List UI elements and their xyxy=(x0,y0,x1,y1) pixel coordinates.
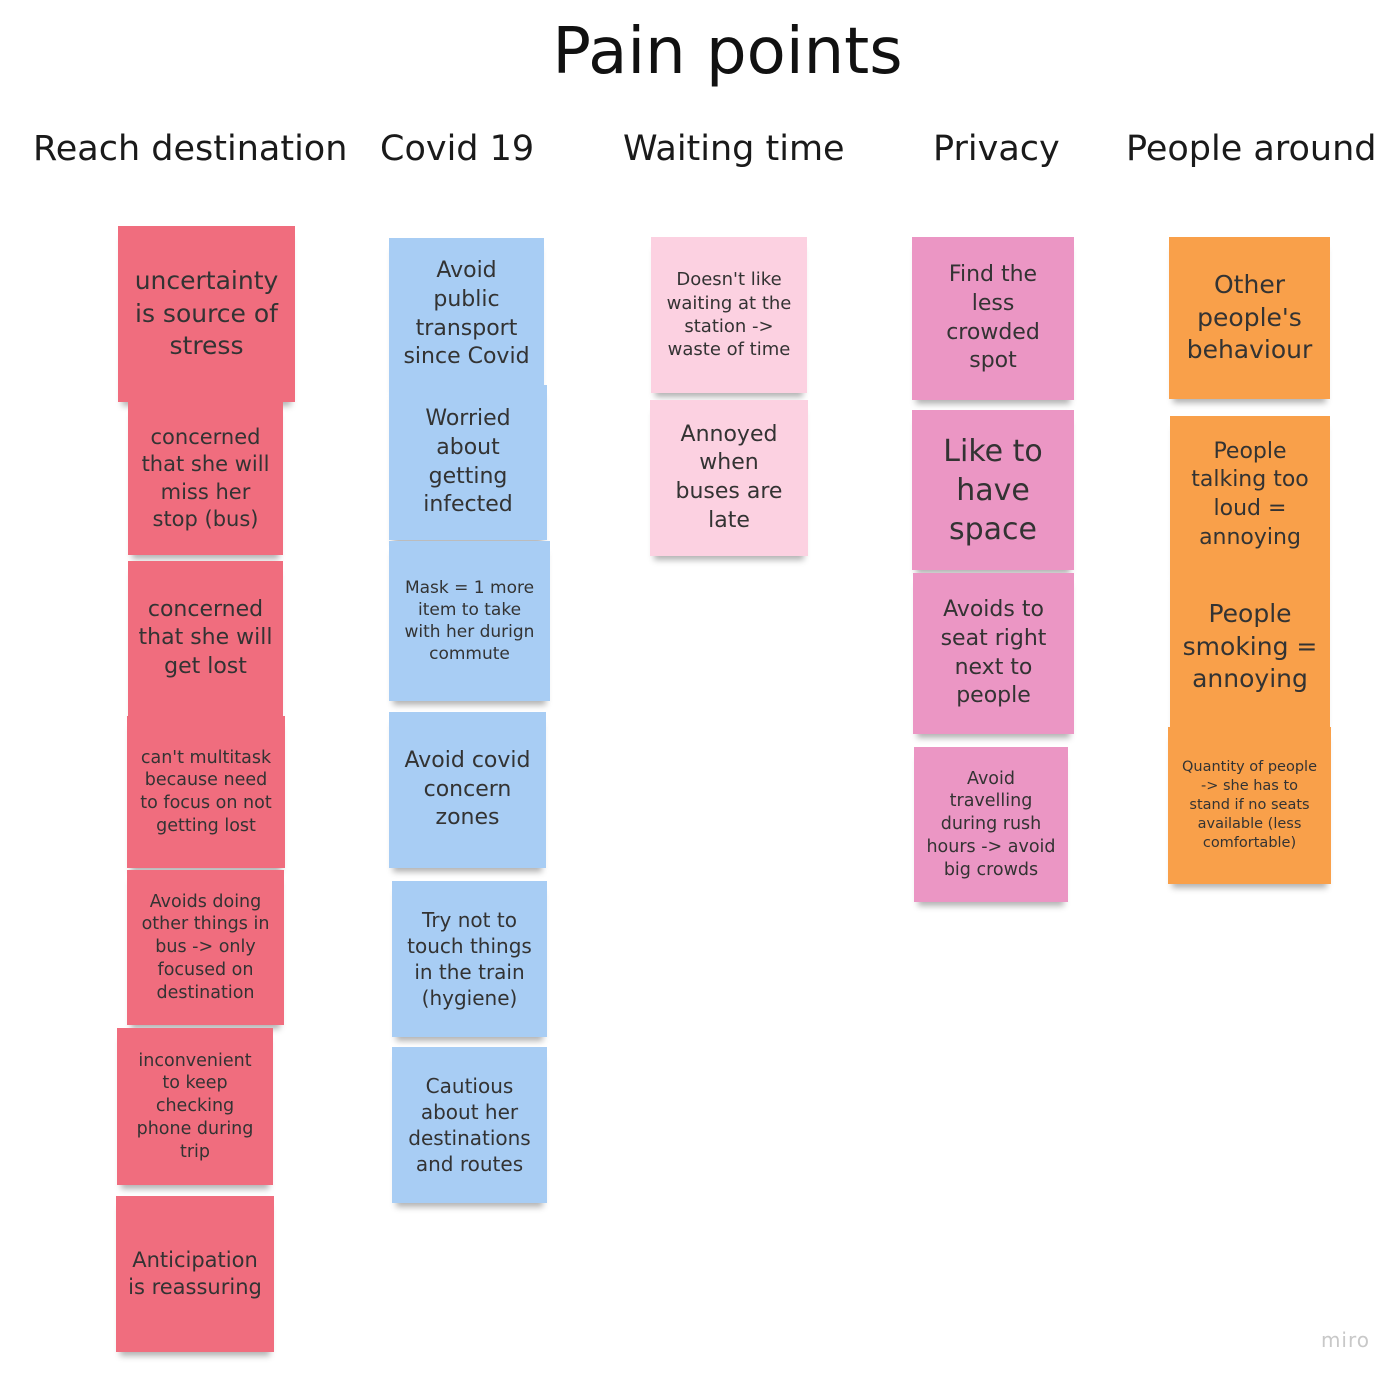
sticky-note[interactable]: uncertainty is source of stress xyxy=(118,226,295,402)
sticky-note[interactable]: Doesn't like waiting at the station -> w… xyxy=(651,237,807,393)
sticky-note[interactable]: Avoids to seat right next to people xyxy=(913,573,1074,734)
sticky-note[interactable]: Avoid covid concern zones xyxy=(389,712,546,868)
sticky-note[interactable]: Worried about getting infected xyxy=(389,385,547,540)
sticky-note[interactable]: concerned that she will get lost xyxy=(128,561,283,716)
column-heading-privacy: Privacy xyxy=(933,129,1060,169)
sticky-note[interactable]: Cautious about her destinations and rout… xyxy=(392,1047,547,1203)
sticky-note[interactable]: Other people's behaviour xyxy=(1169,237,1330,399)
sticky-note[interactable]: Try not to touch things in the train (hy… xyxy=(392,881,547,1037)
sticky-note[interactable]: inconvenient to keep checking phone duri… xyxy=(117,1028,273,1185)
column-heading-waiting-time: Waiting time xyxy=(623,129,845,169)
column-heading-people-around: People around xyxy=(1126,129,1377,169)
sticky-note[interactable]: Find the less crowded spot xyxy=(912,237,1074,400)
column-heading-reach-destination: Reach destination xyxy=(33,129,348,169)
sticky-note[interactable]: concerned that she will miss her stop (b… xyxy=(128,402,283,555)
sticky-note[interactable]: Like to have space xyxy=(912,410,1074,570)
sticky-note[interactable]: People talking too loud = annoying xyxy=(1170,416,1330,574)
sticky-note[interactable]: Avoids doing other things in bus -> only… xyxy=(127,870,284,1025)
sticky-note[interactable]: can't multitask because need to focus on… xyxy=(127,716,285,868)
sticky-note[interactable]: Avoid travelling during rush hours -> av… xyxy=(914,747,1068,902)
sticky-note[interactable]: Quantity of people -> she has to stand i… xyxy=(1168,727,1331,884)
sticky-note[interactable]: Anticipation is reassuring xyxy=(116,1196,274,1352)
column-heading-covid-19: Covid 19 xyxy=(380,129,535,169)
miro-watermark: miro xyxy=(1320,1328,1370,1352)
sticky-note[interactable]: Avoid public transport since Covid xyxy=(389,238,544,391)
sticky-note[interactable]: Annoyed when buses are late xyxy=(650,400,808,556)
sticky-note[interactable]: Mask = 1 more item to take with her duri… xyxy=(389,541,550,701)
sticky-note[interactable]: People smoking = annoying xyxy=(1170,567,1330,727)
board-title: Pain points xyxy=(552,15,903,89)
